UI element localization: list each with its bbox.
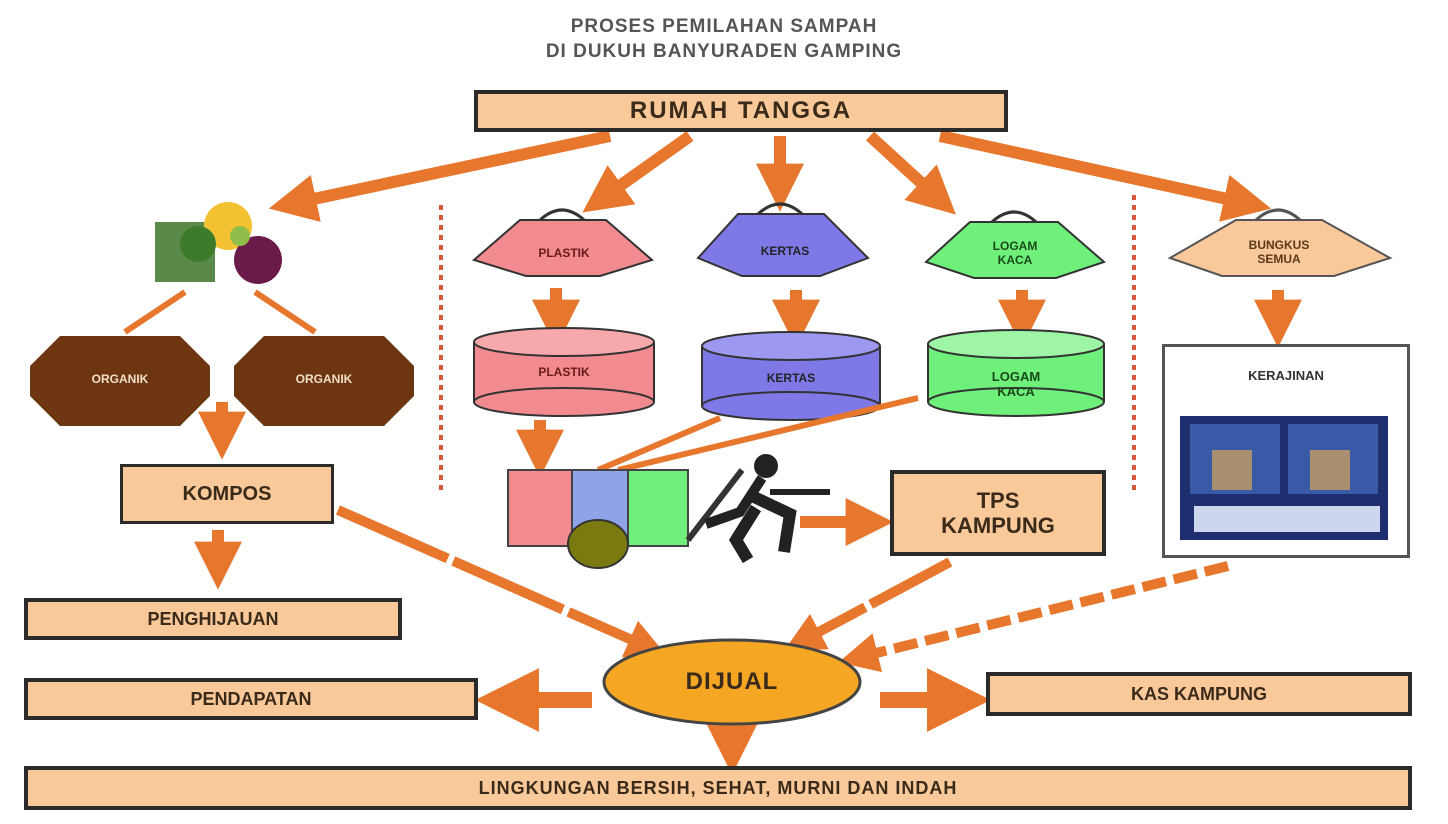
arrow-to-plastik: [582, 131, 694, 213]
organic-chain-arrows: [194, 402, 246, 590]
dijual-label: DIJUAL: [685, 668, 779, 696]
bin-logam-kaca: [924, 210, 1106, 279]
arrow-to-organic: [268, 130, 612, 222]
arrow-to-logam: [865, 131, 956, 215]
container-kertas: [701, 331, 881, 421]
line-veg-organik-2: [253, 289, 317, 335]
bin-kertas: [696, 202, 870, 277]
kerajinan-label: KERAJINAN: [1248, 367, 1324, 383]
bin-label-plastik: PLASTIK: [538, 246, 590, 261]
arrow-tps-dijual: [784, 557, 953, 651]
bin-label-kertas: KERTAS: [760, 244, 810, 259]
penghijauan-box: PENGHIJAUAN: [24, 598, 402, 640]
bin-plastik: [471, 208, 655, 277]
container-label-logam-kaca: LOGAM KACA: [991, 369, 1041, 399]
container-label-plastik: PLASTIK: [538, 365, 590, 380]
line-kertas-cart: [596, 415, 722, 473]
arrow-to-bungkus: [938, 130, 1272, 222]
kompos-box: KOMPOS: [120, 464, 334, 524]
rumah-tangga-box: RUMAH TANGGA: [474, 90, 1008, 132]
craft-photo-icon: [1180, 416, 1388, 540]
diagram-title-line2: DI DUKUH BANYURADEN GAMPING: [545, 41, 903, 62]
pendapatan-box: PENDAPATAN: [24, 678, 478, 720]
source-arrows: [268, 130, 1272, 222]
lingkungan-box: LINGKUNGAN BERSIH, SEHAT, MURNI DAN INDA…: [24, 766, 1412, 810]
bin-container-arrows: [516, 288, 1302, 546]
container-label-kertas: KERTAS: [766, 371, 816, 386]
organik-shape-1: [30, 336, 210, 426]
container-logam-kaca: [927, 329, 1105, 417]
worker-icon: [704, 454, 830, 564]
kas-kampung-box: KAS KAMPUNG: [986, 672, 1412, 716]
kerajinan-frame: [1162, 344, 1410, 558]
organik-label-1: ORGANIK: [91, 372, 149, 387]
cart-icon: [507, 468, 745, 569]
line-veg-organik-1: [123, 289, 187, 335]
tps-kampung-box: TPS KAMPUNG: [890, 470, 1106, 556]
vegetables-icon: [155, 202, 282, 284]
bin-label-bungkus: BUNGKUS SEMUA: [1248, 238, 1310, 266]
container-plastik: [473, 327, 655, 417]
bin-bungkus: [1167, 208, 1393, 277]
dijual-shape: [602, 638, 862, 726]
to-dijual-arrows: [335, 505, 1230, 673]
diagram-title-line1: PROSES PEMILAHAN SAMPAH: [570, 16, 878, 37]
line-logam-cart: [617, 395, 919, 473]
organik-shape-2: [234, 336, 414, 426]
bin-label-logam-kaca: LOGAM KACA: [992, 239, 1038, 267]
arrow-kompos-dijual: [335, 505, 667, 658]
organik-label-2: ORGANIK: [295, 372, 353, 387]
